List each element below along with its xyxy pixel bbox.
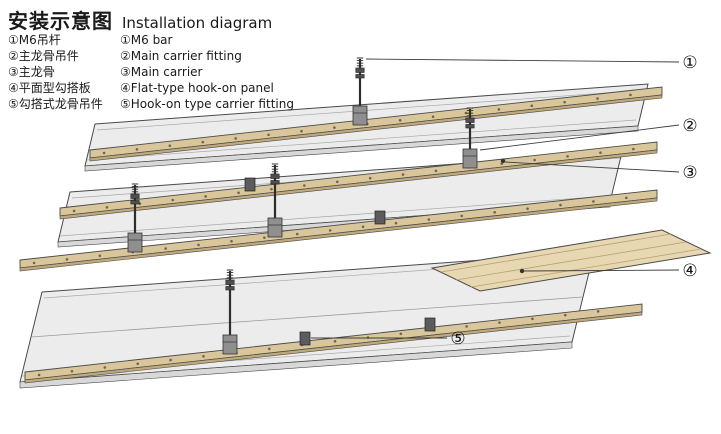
carrier-holes bbox=[37, 306, 632, 377]
rod-nut bbox=[355, 67, 365, 73]
rod-nut bbox=[465, 117, 475, 123]
legend-item-zh: ③主龙骨 bbox=[8, 66, 120, 79]
callout-leader bbox=[523, 269, 680, 272]
rod-nut bbox=[270, 173, 280, 179]
legend-item-zh: ④平面型勾搭板 bbox=[8, 82, 120, 95]
m6-rod bbox=[352, 57, 368, 126]
m6-rod bbox=[267, 163, 283, 238]
main-carrier-fitting bbox=[352, 105, 368, 126]
rod-nut bbox=[270, 180, 280, 185]
callout-2: ② bbox=[682, 116, 697, 136]
legend-label-en: Flat-type hook-on panel bbox=[130, 81, 274, 95]
rod-thread bbox=[356, 57, 364, 67]
hook-on-carrier-fitting bbox=[424, 317, 436, 332]
legend-num: ③ bbox=[8, 65, 19, 79]
loose-hook-on-panel bbox=[430, 229, 712, 292]
callout-4: ④ bbox=[682, 261, 697, 281]
legend-num: ② bbox=[8, 49, 19, 63]
rod-nut bbox=[130, 200, 140, 205]
main-carrier bbox=[24, 303, 643, 384]
legend-label-zh: 勾搭式龙骨吊件 bbox=[18, 97, 103, 111]
callout-3: ③ bbox=[682, 163, 697, 183]
rod-nut bbox=[465, 124, 475, 129]
hanger-rods bbox=[127, 57, 478, 355]
legend-num: ④ bbox=[8, 81, 19, 95]
legend-label-zh: 平面型勾搭板 bbox=[18, 81, 91, 95]
panel-seam-line bbox=[30, 296, 584, 338]
callout-dot bbox=[500, 158, 506, 164]
legend-label-zh: 主龙骨 bbox=[18, 65, 55, 79]
legend-num: ⑤ bbox=[8, 97, 19, 111]
main-carrier bbox=[59, 141, 658, 220]
legend-label-zh: M6吊杆 bbox=[18, 33, 61, 47]
main-carrier-fitting bbox=[267, 217, 283, 238]
main-carrier bbox=[19, 189, 658, 272]
legend-num: ① bbox=[8, 33, 19, 47]
panel-profile-line bbox=[470, 248, 702, 288]
legend-item-zh: ①M6吊杆 bbox=[8, 34, 120, 47]
hook-on-carrier-fitting bbox=[244, 177, 256, 192]
legend: ①M6吊杆 ①M6 bar ②主龙骨吊件 ②Main carrier fitti… bbox=[8, 34, 294, 111]
legend-item-zh: ②主龙骨吊件 bbox=[8, 50, 120, 63]
m6-rod bbox=[127, 183, 143, 253]
rod-nut bbox=[225, 279, 235, 285]
rod-nut bbox=[355, 74, 365, 79]
flat-hook-on-panel bbox=[430, 229, 712, 292]
callout-dot bbox=[519, 268, 525, 274]
header: 安装示意图 Installation diagram bbox=[8, 5, 272, 34]
m6-rod bbox=[462, 107, 478, 169]
callout-leaders bbox=[311, 58, 680, 339]
rod-nut bbox=[225, 286, 235, 291]
rod-thread bbox=[226, 269, 234, 279]
panel-front-edge bbox=[84, 125, 639, 172]
panel-front-edge bbox=[19, 341, 573, 389]
legend-item-en: ①M6 bar bbox=[120, 34, 294, 47]
main-carrier-fitting bbox=[462, 148, 478, 169]
legend-label-en: M6 bar bbox=[130, 33, 173, 47]
callout-1: ① bbox=[682, 53, 697, 73]
page-title-en: Installation diagram bbox=[122, 14, 273, 32]
legend-item-zh: ⑤勾搭式龙骨吊件 bbox=[8, 98, 120, 111]
panel-profile-line bbox=[455, 241, 687, 281]
hook-on-carrier-fitting bbox=[374, 210, 386, 225]
legend-item-en: ⑤Hook-on type carrier fitting bbox=[120, 98, 294, 111]
legend-item-en: ④Flat-type hook-on panel bbox=[120, 82, 294, 95]
panel-profile-line bbox=[96, 89, 647, 131]
legend-num: ① bbox=[120, 33, 131, 47]
m6-rod bbox=[222, 269, 238, 355]
hook-on-carrier-fittings bbox=[244, 177, 436, 346]
main-carrier-fitting bbox=[127, 232, 143, 253]
legend-num: ⑤ bbox=[120, 97, 131, 111]
legend-num: ③ bbox=[120, 65, 131, 79]
callout-leader bbox=[365, 58, 680, 63]
legend-num: ④ bbox=[120, 81, 131, 95]
page-title-zh: 安装示意图 bbox=[8, 9, 113, 33]
callout-labels: ① ② ③ ④ ⑤ bbox=[450, 53, 697, 349]
legend-item-en: ③Main carrier bbox=[120, 66, 294, 79]
legend-label-en: Hook-on type carrier fitting bbox=[130, 97, 294, 111]
hook-on-carrier-fitting bbox=[299, 331, 311, 346]
rod-nut bbox=[130, 193, 140, 199]
legend-label-en: Main carrier fitting bbox=[130, 49, 242, 63]
rod-thread bbox=[466, 107, 474, 117]
callout-leader bbox=[479, 124, 680, 151]
legend-num: ② bbox=[120, 49, 131, 63]
legend-label-zh: 主龙骨吊件 bbox=[18, 49, 79, 63]
legend-label-en: Main carrier bbox=[130, 65, 203, 79]
rod-thread bbox=[271, 163, 279, 173]
callout-leader bbox=[504, 161, 680, 173]
panel-profile-line bbox=[440, 233, 672, 273]
panel-profile-line bbox=[59, 195, 609, 237]
main-carrier-fitting bbox=[222, 334, 238, 355]
legend-item-en: ②Main carrier fitting bbox=[120, 50, 294, 63]
panel-profile-line bbox=[86, 119, 637, 161]
callout-5: ⑤ bbox=[450, 329, 465, 349]
rod-thread bbox=[131, 183, 139, 193]
